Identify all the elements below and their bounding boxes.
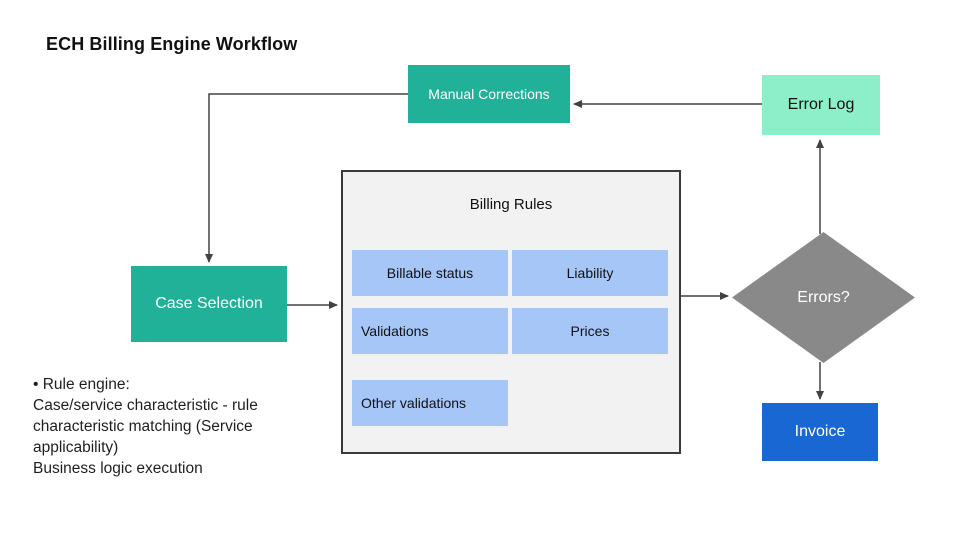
billing-rule-billable-status: Billable status (352, 250, 508, 296)
billing-rules-title: Billing Rules (469, 196, 553, 213)
node-manual-corrections-label: Manual Corrections (428, 86, 550, 102)
node-error-log-label: Error Log (787, 96, 855, 113)
billing-rule-liability: Liability (512, 250, 668, 296)
node-error-log: Error Log (762, 75, 880, 135)
node-invoice: Invoice (762, 403, 878, 461)
node-case-selection: Case Selection (131, 266, 287, 342)
notes-line: applicability) (33, 439, 119, 456)
notes-line: • Rule engine: (33, 376, 130, 393)
notes-line: Business logic execution (33, 460, 203, 477)
notes-line: Case/service characteristic - rule (33, 397, 258, 414)
billing-rule-prices: Prices (512, 308, 668, 354)
node-errors-decision-label: Errors? (797, 288, 850, 306)
notes-line: characteristic matching (Service (33, 418, 253, 435)
billing-rule-validations: Validations (352, 308, 508, 354)
node-invoice-label: Invoice (794, 423, 846, 440)
connector-manualcorrections-to-caseselection (205, 93, 408, 263)
billing-rule-other-validations: Other validations (352, 380, 508, 426)
rule-engine-notes: • Rule engine: Case/service characterist… (33, 374, 258, 479)
node-case-selection-label: Case Selection (155, 295, 263, 312)
page-title: ECH Billing Engine Workflow (46, 34, 298, 54)
node-manual-corrections: Manual Corrections (408, 65, 570, 123)
node-billing-rules-container: Billing Rules Billable status Liability … (341, 170, 681, 454)
